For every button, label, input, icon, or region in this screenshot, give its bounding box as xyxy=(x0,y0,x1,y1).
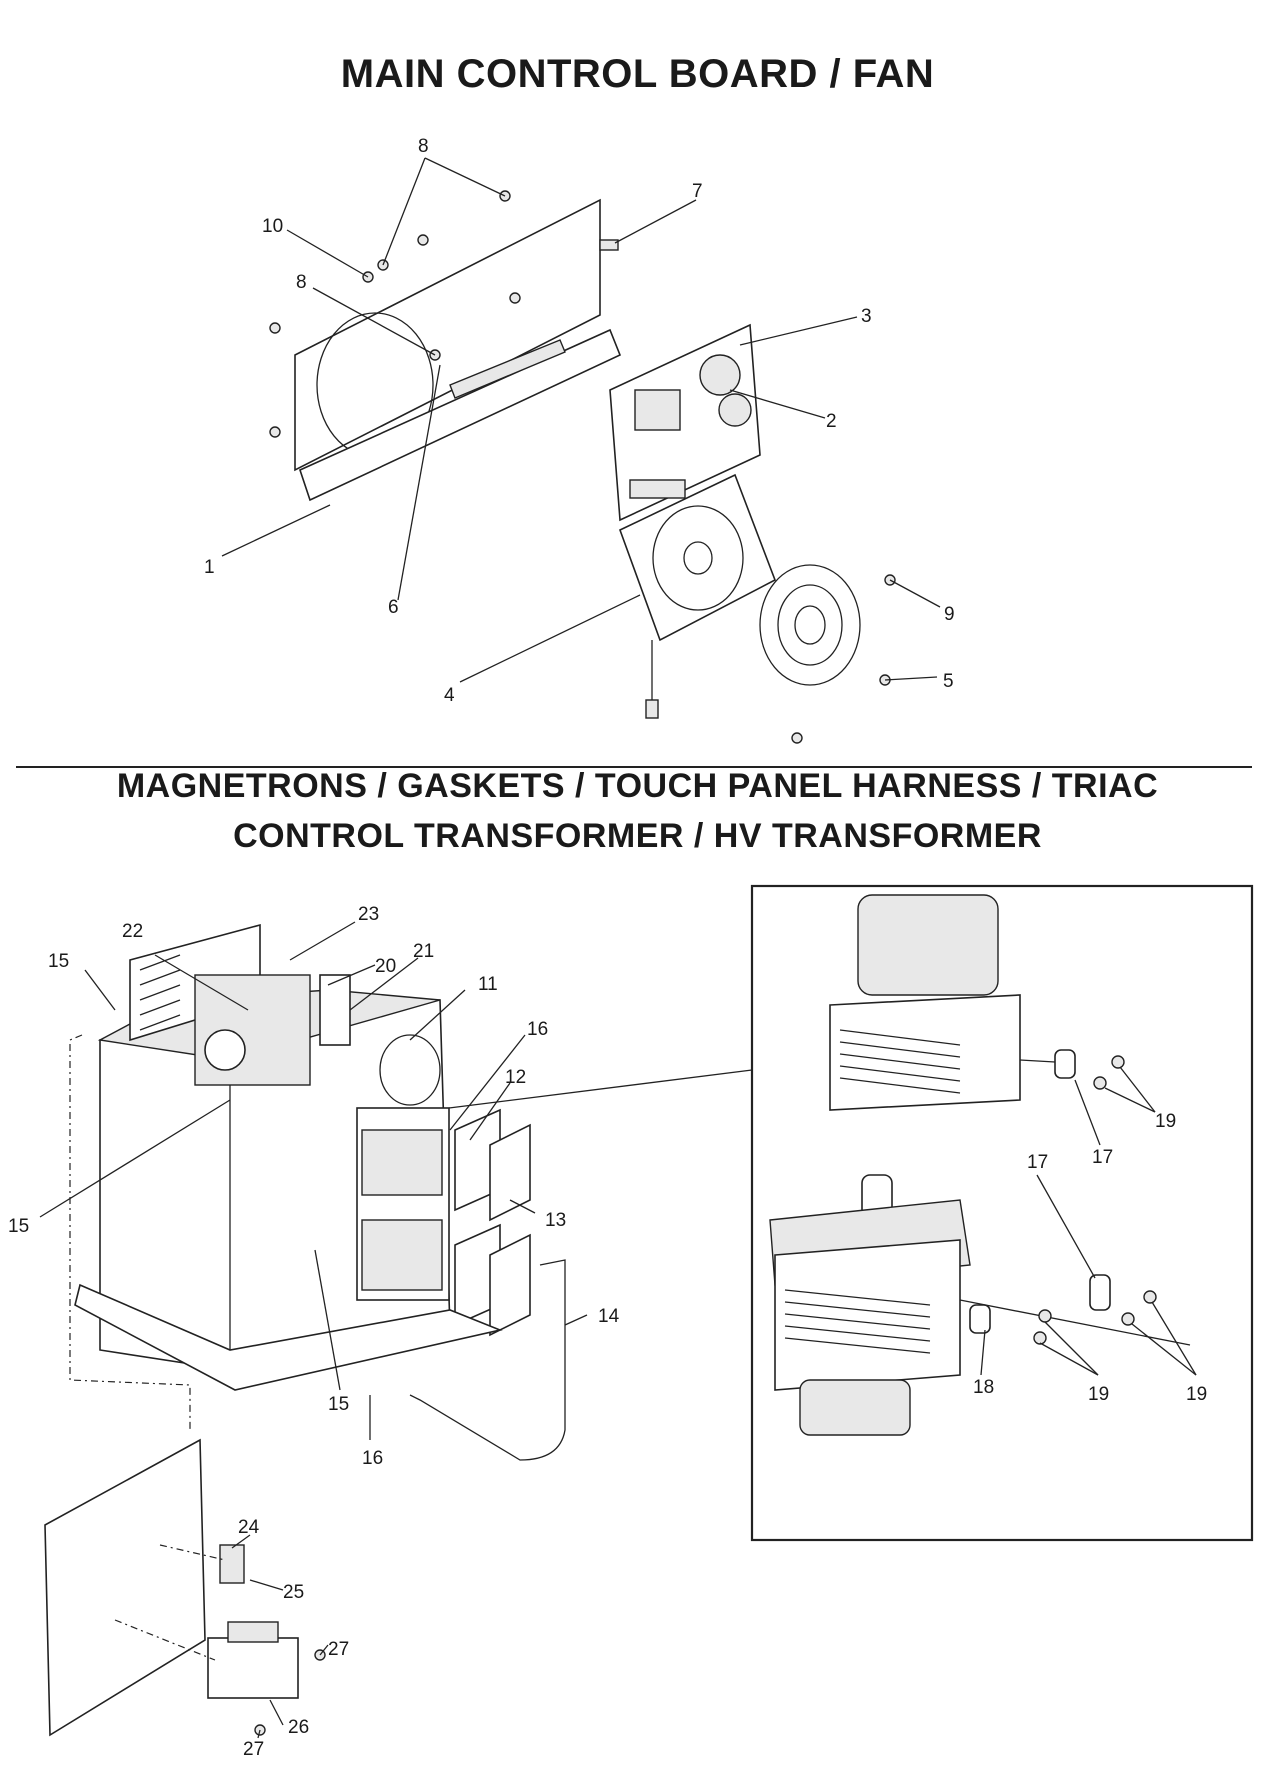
callout-5: 5 xyxy=(943,671,954,692)
magnetron-upper-detail xyxy=(829,894,1125,1111)
callout-22: 22 xyxy=(122,921,143,942)
terminal-bracket xyxy=(1089,1274,1111,1311)
callout-24: 24 xyxy=(238,1517,260,1538)
callout-13: 13 xyxy=(545,1210,566,1231)
callout-15b: 15 xyxy=(8,1216,29,1237)
magnetron-lower xyxy=(361,1219,443,1291)
callout-19c: 19 xyxy=(1186,1384,1207,1405)
mounting-plate xyxy=(294,198,601,472)
magnetron-lower-detail xyxy=(769,1174,1191,1436)
cooling-fins-lower xyxy=(784,1289,931,1354)
callout-21: 21 xyxy=(413,941,434,962)
hv-capacitor xyxy=(319,974,351,1046)
base-plate xyxy=(74,1283,503,1391)
leader-lines-inset xyxy=(980,1066,1197,1376)
magnetron-body-lower xyxy=(774,1239,961,1391)
cooling-fins xyxy=(839,1029,961,1094)
callout-15c: 15 xyxy=(328,1394,349,1415)
callouts-top: 8 7 10 8 3 2 1 6 9 5 4 xyxy=(204,136,955,706)
cooling-fan-housing xyxy=(619,473,777,642)
magnetron-base xyxy=(799,1379,911,1436)
callout-25: 25 xyxy=(283,1582,304,1603)
callout-6: 6 xyxy=(388,597,399,618)
callout-8b: 8 xyxy=(296,272,307,293)
leader-lines-bottom xyxy=(39,921,753,1739)
fan-guard-ring xyxy=(777,584,843,666)
section-divider xyxy=(16,766,1252,768)
section-title-magnetrons-line1: MAGNETRONS / GASKETS / TOUCH PANEL HARNE… xyxy=(116,767,1159,805)
board-capacitor xyxy=(699,354,741,396)
relay-block xyxy=(634,389,681,431)
control-transformer-core xyxy=(227,1621,279,1643)
board-connector xyxy=(629,479,686,499)
callout-16b: 16 xyxy=(362,1448,383,1469)
callout-18: 18 xyxy=(973,1377,994,1398)
control-transformer xyxy=(207,1637,299,1699)
callout-15: 15 xyxy=(48,951,69,972)
touch-panel-harness xyxy=(409,1259,566,1461)
terminal-screw xyxy=(1111,1055,1125,1069)
callout-27b: 27 xyxy=(243,1739,264,1760)
terminal-screw-5 xyxy=(1121,1312,1135,1326)
section-title-magnetrons-line2: CONTROL TRANSFORMER / HV TRANSFORMER xyxy=(233,817,1042,855)
callout-7: 7 xyxy=(692,181,703,202)
callout-10: 10 xyxy=(262,216,283,237)
screws xyxy=(269,190,896,744)
callout-3: 3 xyxy=(861,306,872,327)
section-title-main-control-board: MAIN CONTROL BOARD / FAN xyxy=(340,52,935,96)
oven-chassis-assembly xyxy=(69,923,566,1461)
callout-2: 2 xyxy=(826,411,837,432)
magnetron-upper xyxy=(361,1129,443,1196)
gasket-13 xyxy=(489,1123,531,1222)
terminal-screw-3 xyxy=(1038,1309,1052,1323)
gasket-lower-2 xyxy=(489,1233,531,1337)
magnetron-cap xyxy=(857,894,999,996)
callout-19b: 19 xyxy=(1088,1384,1109,1405)
fan-plug xyxy=(645,699,659,719)
triac xyxy=(219,1544,245,1584)
inset-frame xyxy=(750,884,1254,1542)
control-transformer-assembly xyxy=(44,1438,326,1737)
terminal-screw-4 xyxy=(1143,1290,1157,1304)
terminal-bracket-18 xyxy=(969,1304,991,1334)
callout-12: 12 xyxy=(505,1067,526,1088)
magnetron-terminal xyxy=(1054,1049,1076,1079)
callout-23: 23 xyxy=(358,904,379,925)
callout-1: 1 xyxy=(204,557,215,578)
callout-11: 11 xyxy=(478,974,498,995)
fan-guard xyxy=(759,564,861,686)
transformer-coil xyxy=(204,1029,246,1071)
mounting-panel xyxy=(44,1438,206,1737)
board-capacitor-2 xyxy=(718,393,752,427)
callout-17: 17 xyxy=(1092,1147,1113,1168)
inset-link-line xyxy=(448,1069,753,1109)
callout-14: 14 xyxy=(598,1306,620,1327)
vent-slots xyxy=(139,954,181,1031)
control-board-assembly: 8 7 10 8 3 2 1 6 9 5 4 xyxy=(204,136,955,744)
hv-transformer xyxy=(194,974,311,1086)
callout-4: 4 xyxy=(444,685,455,706)
callout-16: 16 xyxy=(527,1019,548,1040)
leader-lines-top xyxy=(221,157,941,683)
callout-20: 20 xyxy=(375,956,396,977)
terminal-screw-2 xyxy=(1093,1076,1107,1090)
callout-8: 8 xyxy=(418,136,429,157)
callout-19: 19 xyxy=(1155,1111,1176,1132)
callout-27: 27 xyxy=(328,1639,349,1660)
door-frame-outline xyxy=(69,1034,191,1430)
fan-blades xyxy=(652,505,744,611)
terminal-screw-6 xyxy=(1033,1331,1047,1345)
bracket-slot xyxy=(449,339,566,399)
callout-17b: 17 xyxy=(1027,1152,1048,1173)
fan-guard-ring-inner xyxy=(794,605,826,645)
chassis-fan xyxy=(379,1034,441,1106)
callout-26: 26 xyxy=(288,1717,309,1738)
fan-hub xyxy=(683,541,713,575)
callouts-bottom: 22 23 15 20 21 11 16 12 15 13 14 15 16 2… xyxy=(8,904,620,1760)
callout-9: 9 xyxy=(944,604,955,625)
callouts-inset: 19 17 17 18 19 19 xyxy=(973,1111,1207,1405)
magnetron-detail-inset: 19 17 17 18 19 19 xyxy=(750,884,1254,1542)
